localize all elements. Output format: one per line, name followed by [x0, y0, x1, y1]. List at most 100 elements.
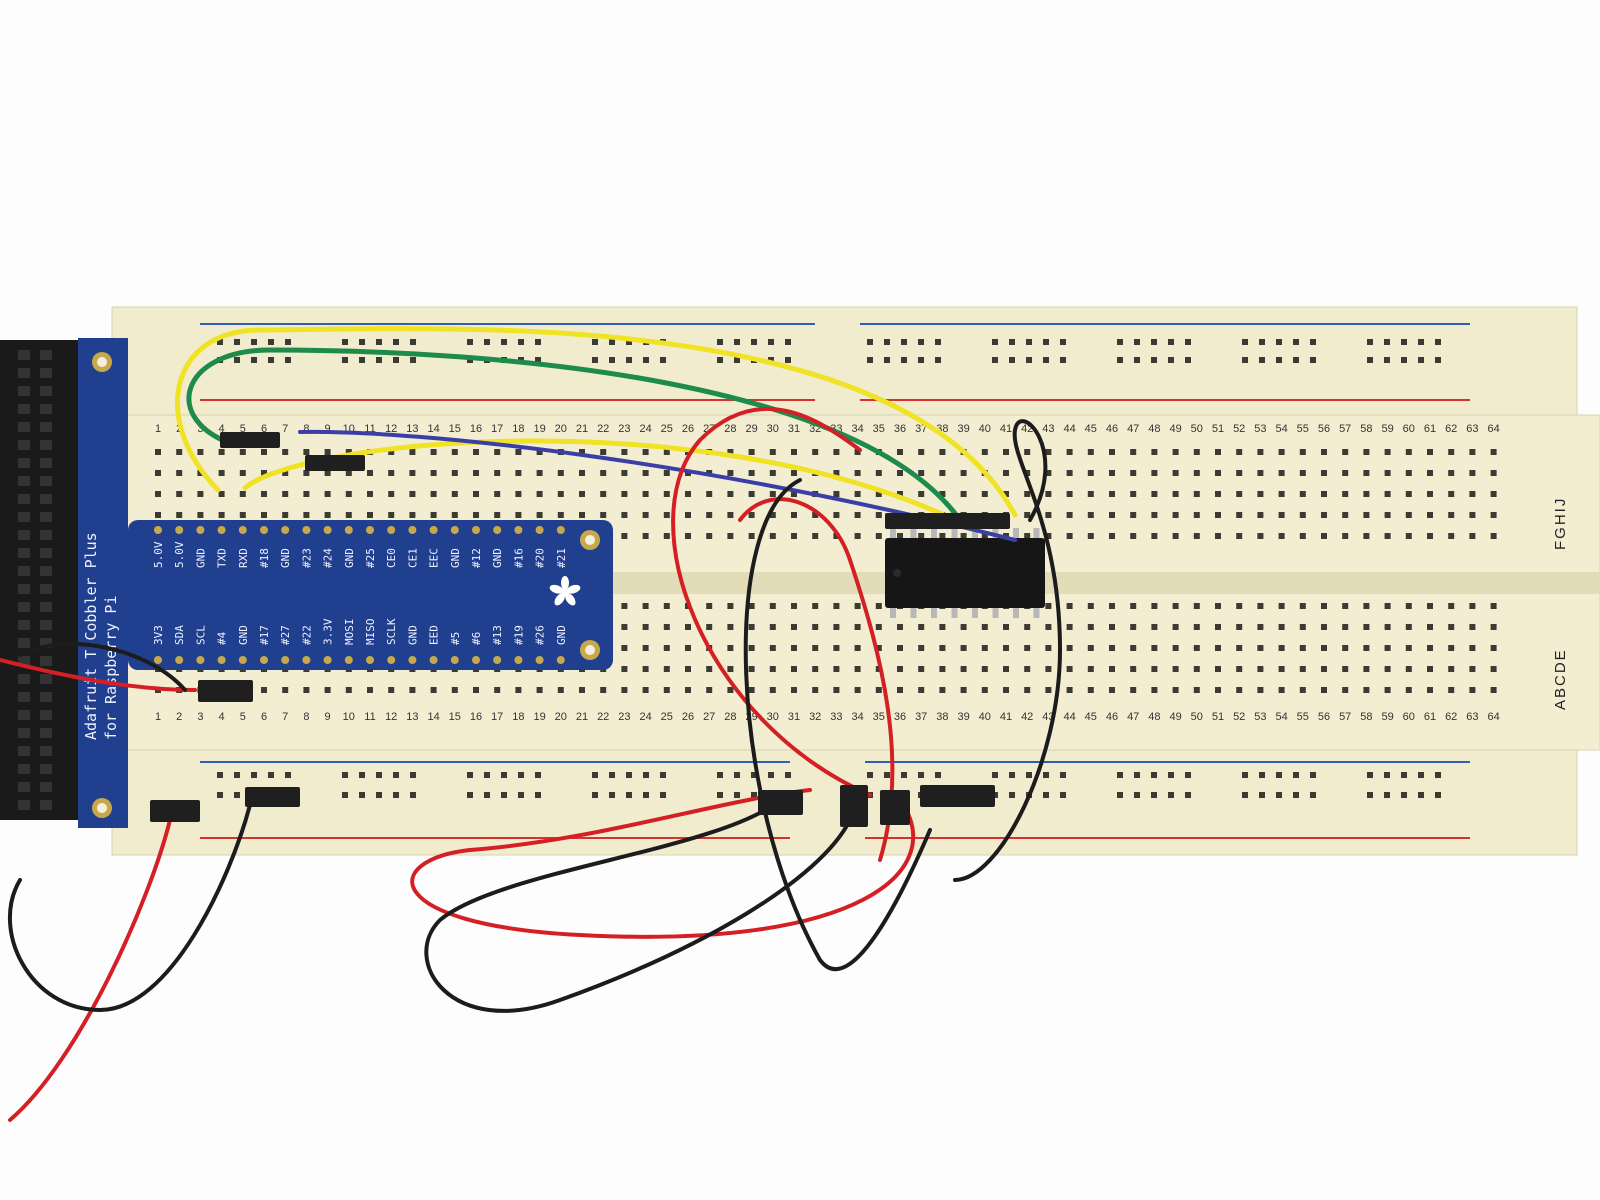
column-number: 40 [979, 423, 991, 435]
column-number: 2 [176, 711, 182, 723]
cobbler-pin-label: #18 [258, 548, 271, 568]
column-number: 31 [788, 423, 800, 435]
cobbler-pin-label: GND [279, 548, 292, 568]
column-number: 30 [767, 711, 779, 723]
cobbler-pin-label: GND [555, 625, 568, 645]
column-number: 50 [1191, 423, 1203, 435]
column-number: 25 [661, 423, 673, 435]
column-number: 39 [957, 423, 969, 435]
cobbler-pin-label: CE1 [406, 548, 419, 568]
column-number: 62 [1445, 711, 1457, 723]
cobbler-pin-label: 5.0V [152, 541, 165, 568]
jumper-connectors [150, 432, 1010, 827]
column-number: 17 [491, 711, 503, 723]
t-cobbler-board: Adafruit T-Cobbler Plus for Raspberry Pi… [78, 338, 613, 828]
column-number: 41 [1000, 423, 1012, 435]
cobbler-pin-label: GND [491, 548, 504, 568]
column-number: 61 [1424, 423, 1436, 435]
cobbler-pin-label: #17 [258, 625, 271, 645]
column-number: 57 [1339, 711, 1351, 723]
cobbler-pin-label: EED [428, 625, 441, 645]
column-number: 24 [639, 711, 651, 723]
wire-yellow-long [175, 326, 1018, 518]
column-number: 58 [1360, 423, 1372, 435]
cobbler-pin-label: SDA [173, 625, 186, 645]
column-number: 36 [894, 711, 906, 723]
column-number: 64 [1487, 711, 1499, 723]
wire-red-from-chip [671, 406, 872, 797]
column-number: 13 [406, 711, 418, 723]
column-number: 54 [1275, 711, 1287, 723]
column-number: 22 [597, 711, 609, 723]
column-number: 64 [1487, 423, 1499, 435]
cobbler-pin-label: #22 [300, 625, 313, 645]
column-number: 63 [1466, 423, 1478, 435]
column-number: 37 [915, 711, 927, 723]
cobbler-pin-label: GND [237, 625, 250, 645]
cobbler-pin-label: GND [406, 625, 419, 645]
column-number: 17 [491, 423, 503, 435]
cobbler-pin-label: MOSI [343, 619, 356, 646]
column-number: 21 [576, 711, 588, 723]
row-labels-abcde: ABCDE [1552, 648, 1569, 710]
column-number: 34 [851, 711, 863, 723]
column-number: 9 [325, 423, 331, 435]
column-number: 43 [1042, 423, 1054, 435]
cobbler-pin-label: 5.0V [173, 541, 186, 568]
column-number: 26 [682, 423, 694, 435]
column-number: 34 [851, 423, 863, 435]
cobbler-pin-label: #4 [216, 631, 229, 645]
cobbler-pin-label: 3.3V [322, 618, 335, 645]
row-labels-fghij: FGHIJ [1552, 497, 1569, 550]
column-number: 13 [406, 423, 418, 435]
column-number: 36 [894, 423, 906, 435]
column-number: 19 [533, 423, 545, 435]
column-number: 47 [1127, 423, 1139, 435]
column-number: 39 [957, 711, 969, 723]
column-number: 35 [873, 423, 885, 435]
cobbler-pin-label: #19 [512, 625, 525, 645]
cobbler-pin-label: CE0 [385, 548, 398, 568]
cobbler-pin-label: #20 [534, 548, 547, 568]
cobbler-pin-label: #6 [470, 632, 483, 645]
column-number: 11 [364, 423, 375, 435]
wire-black-long [743, 478, 932, 971]
wire-green [186, 347, 963, 523]
column-number: 9 [325, 711, 331, 723]
column-number: 48 [1148, 711, 1160, 723]
column-number: 49 [1169, 711, 1181, 723]
column-number: 55 [1297, 423, 1309, 435]
column-number: 53 [1254, 423, 1266, 435]
column-number: 40 [979, 711, 991, 723]
column-number: 20 [555, 711, 567, 723]
column-number: 7 [282, 423, 288, 435]
column-number: 44 [1063, 423, 1075, 435]
column-number: 53 [1254, 711, 1266, 723]
column-number: 26 [682, 711, 694, 723]
cobbler-pin-label: #25 [364, 548, 377, 568]
column-number: 48 [1148, 423, 1160, 435]
column-number: 23 [618, 423, 630, 435]
cobbler-pin-label: EEC [428, 548, 441, 568]
column-number: 14 [427, 423, 439, 435]
cobbler-pin-label: #13 [491, 625, 504, 645]
column-number: 25 [661, 711, 673, 723]
column-number: 60 [1403, 423, 1415, 435]
cobbler-pin-label: RXD [237, 548, 250, 568]
wire-black-left-loop [8, 803, 252, 1013]
column-number: 4 [219, 711, 225, 723]
cobbler-pin-label: GND [343, 548, 356, 568]
column-number: 58 [1360, 711, 1372, 723]
cobbler-pin-label: #24 [322, 548, 335, 568]
gpio-ribbon-connector [0, 340, 85, 820]
column-number: 52 [1233, 423, 1245, 435]
column-number: 47 [1127, 711, 1139, 723]
column-number: 23 [618, 711, 630, 723]
wire-black-chip-loop [953, 419, 1063, 882]
column-number: 62 [1445, 423, 1457, 435]
column-number: 8 [303, 711, 309, 723]
column-number: 52 [1233, 711, 1245, 723]
wire-red-loop [410, 788, 916, 939]
column-number: 15 [449, 423, 461, 435]
column-number: 3 [197, 711, 203, 723]
